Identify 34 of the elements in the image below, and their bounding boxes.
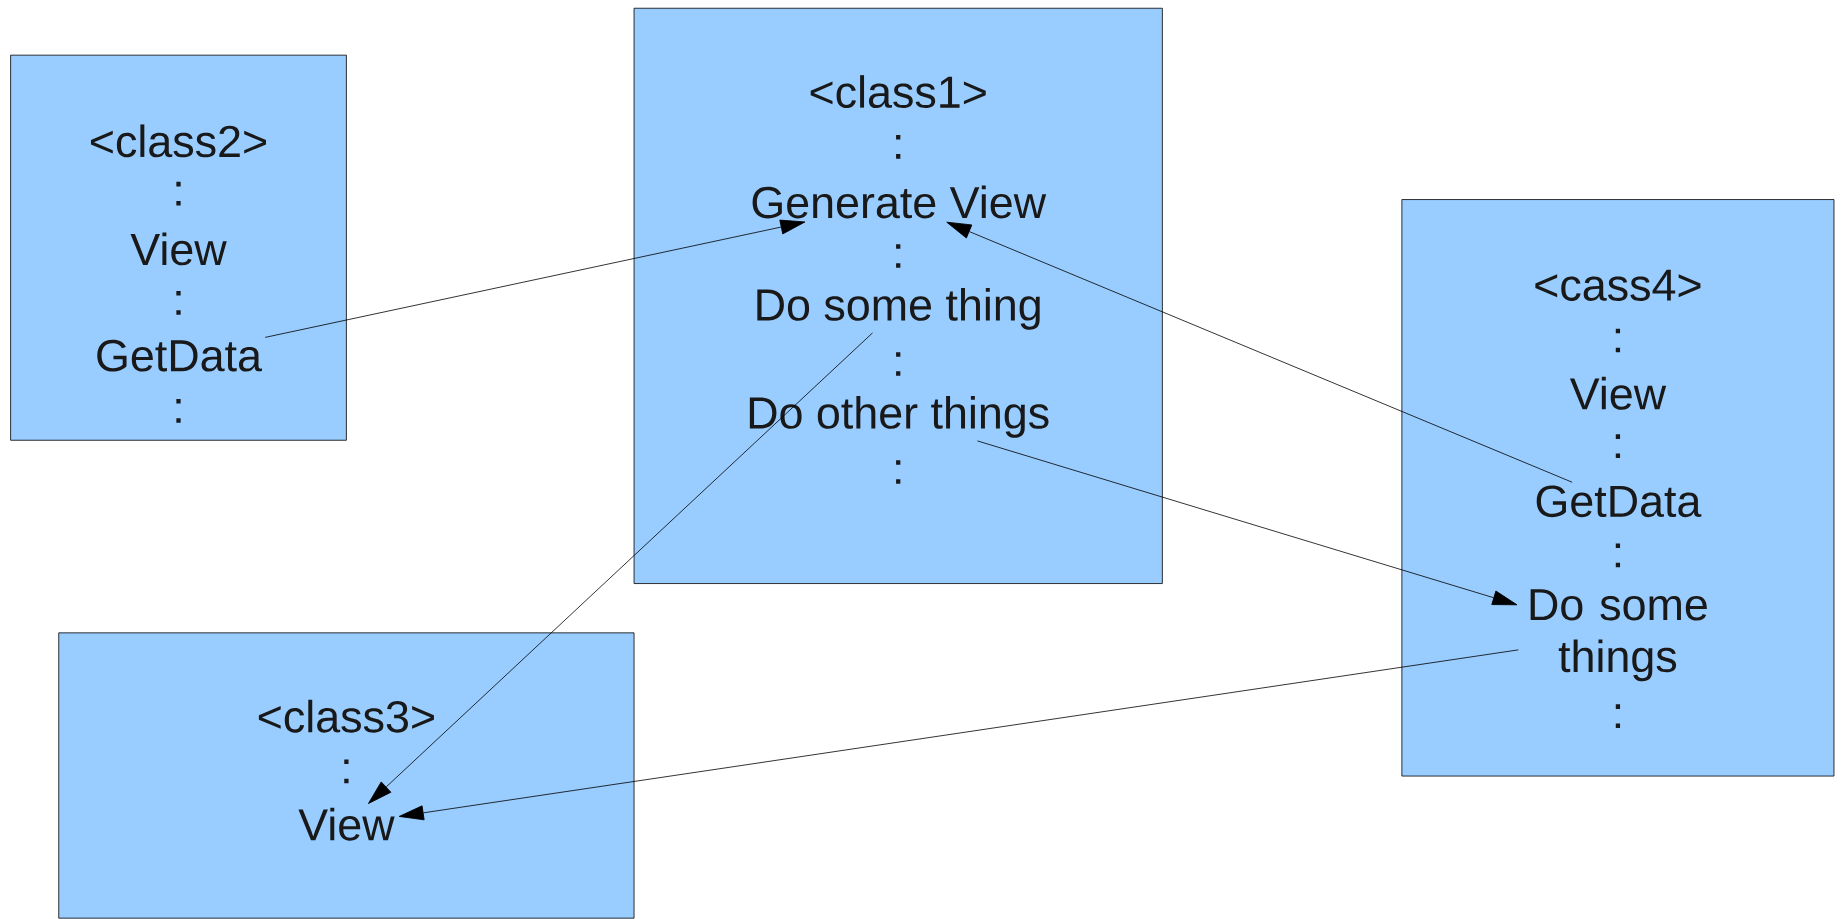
separator-colon: : (896, 134, 901, 159)
class-heading: <cass4> (1535, 269, 1701, 301)
class-box (58, 632, 635, 919)
separator-colon: : (1615, 704, 1621, 729)
method-label: GetData (97, 339, 262, 372)
separator-colon: : (176, 181, 181, 206)
method-label: Do some thing (757, 287, 1040, 330)
separator-colon: : (896, 352, 901, 376)
separator-colon: : (176, 399, 181, 423)
method-label: GetData (1536, 485, 1702, 518)
separator-colon: : (1615, 543, 1621, 568)
class-heading: <class3> (258, 699, 434, 733)
arrow (946, 221, 1573, 483)
class-box (633, 7, 1163, 584)
separator-colon: : (1615, 434, 1621, 459)
separator-colon: : (344, 759, 349, 784)
method-label: View (1569, 376, 1667, 410)
class-heading: <class2> (91, 124, 266, 158)
method-label: Do some things (1530, 589, 1707, 682)
separator-colon: : (896, 244, 901, 268)
class-heading: <class1> (810, 75, 986, 109)
class-box (10, 54, 347, 441)
method-label: View (298, 807, 395, 841)
arrow (977, 440, 1518, 606)
separator-colon: : (1615, 328, 1621, 353)
arrow (368, 332, 873, 804)
method-label: Generate View (752, 185, 1047, 219)
method-label: View (130, 232, 227, 266)
arrow (264, 219, 806, 338)
separator-colon: : (896, 460, 901, 484)
separator-colon: : (176, 291, 181, 315)
class-box (1401, 199, 1835, 777)
method-label: Do other things (749, 395, 1049, 438)
arrow (398, 649, 1519, 821)
